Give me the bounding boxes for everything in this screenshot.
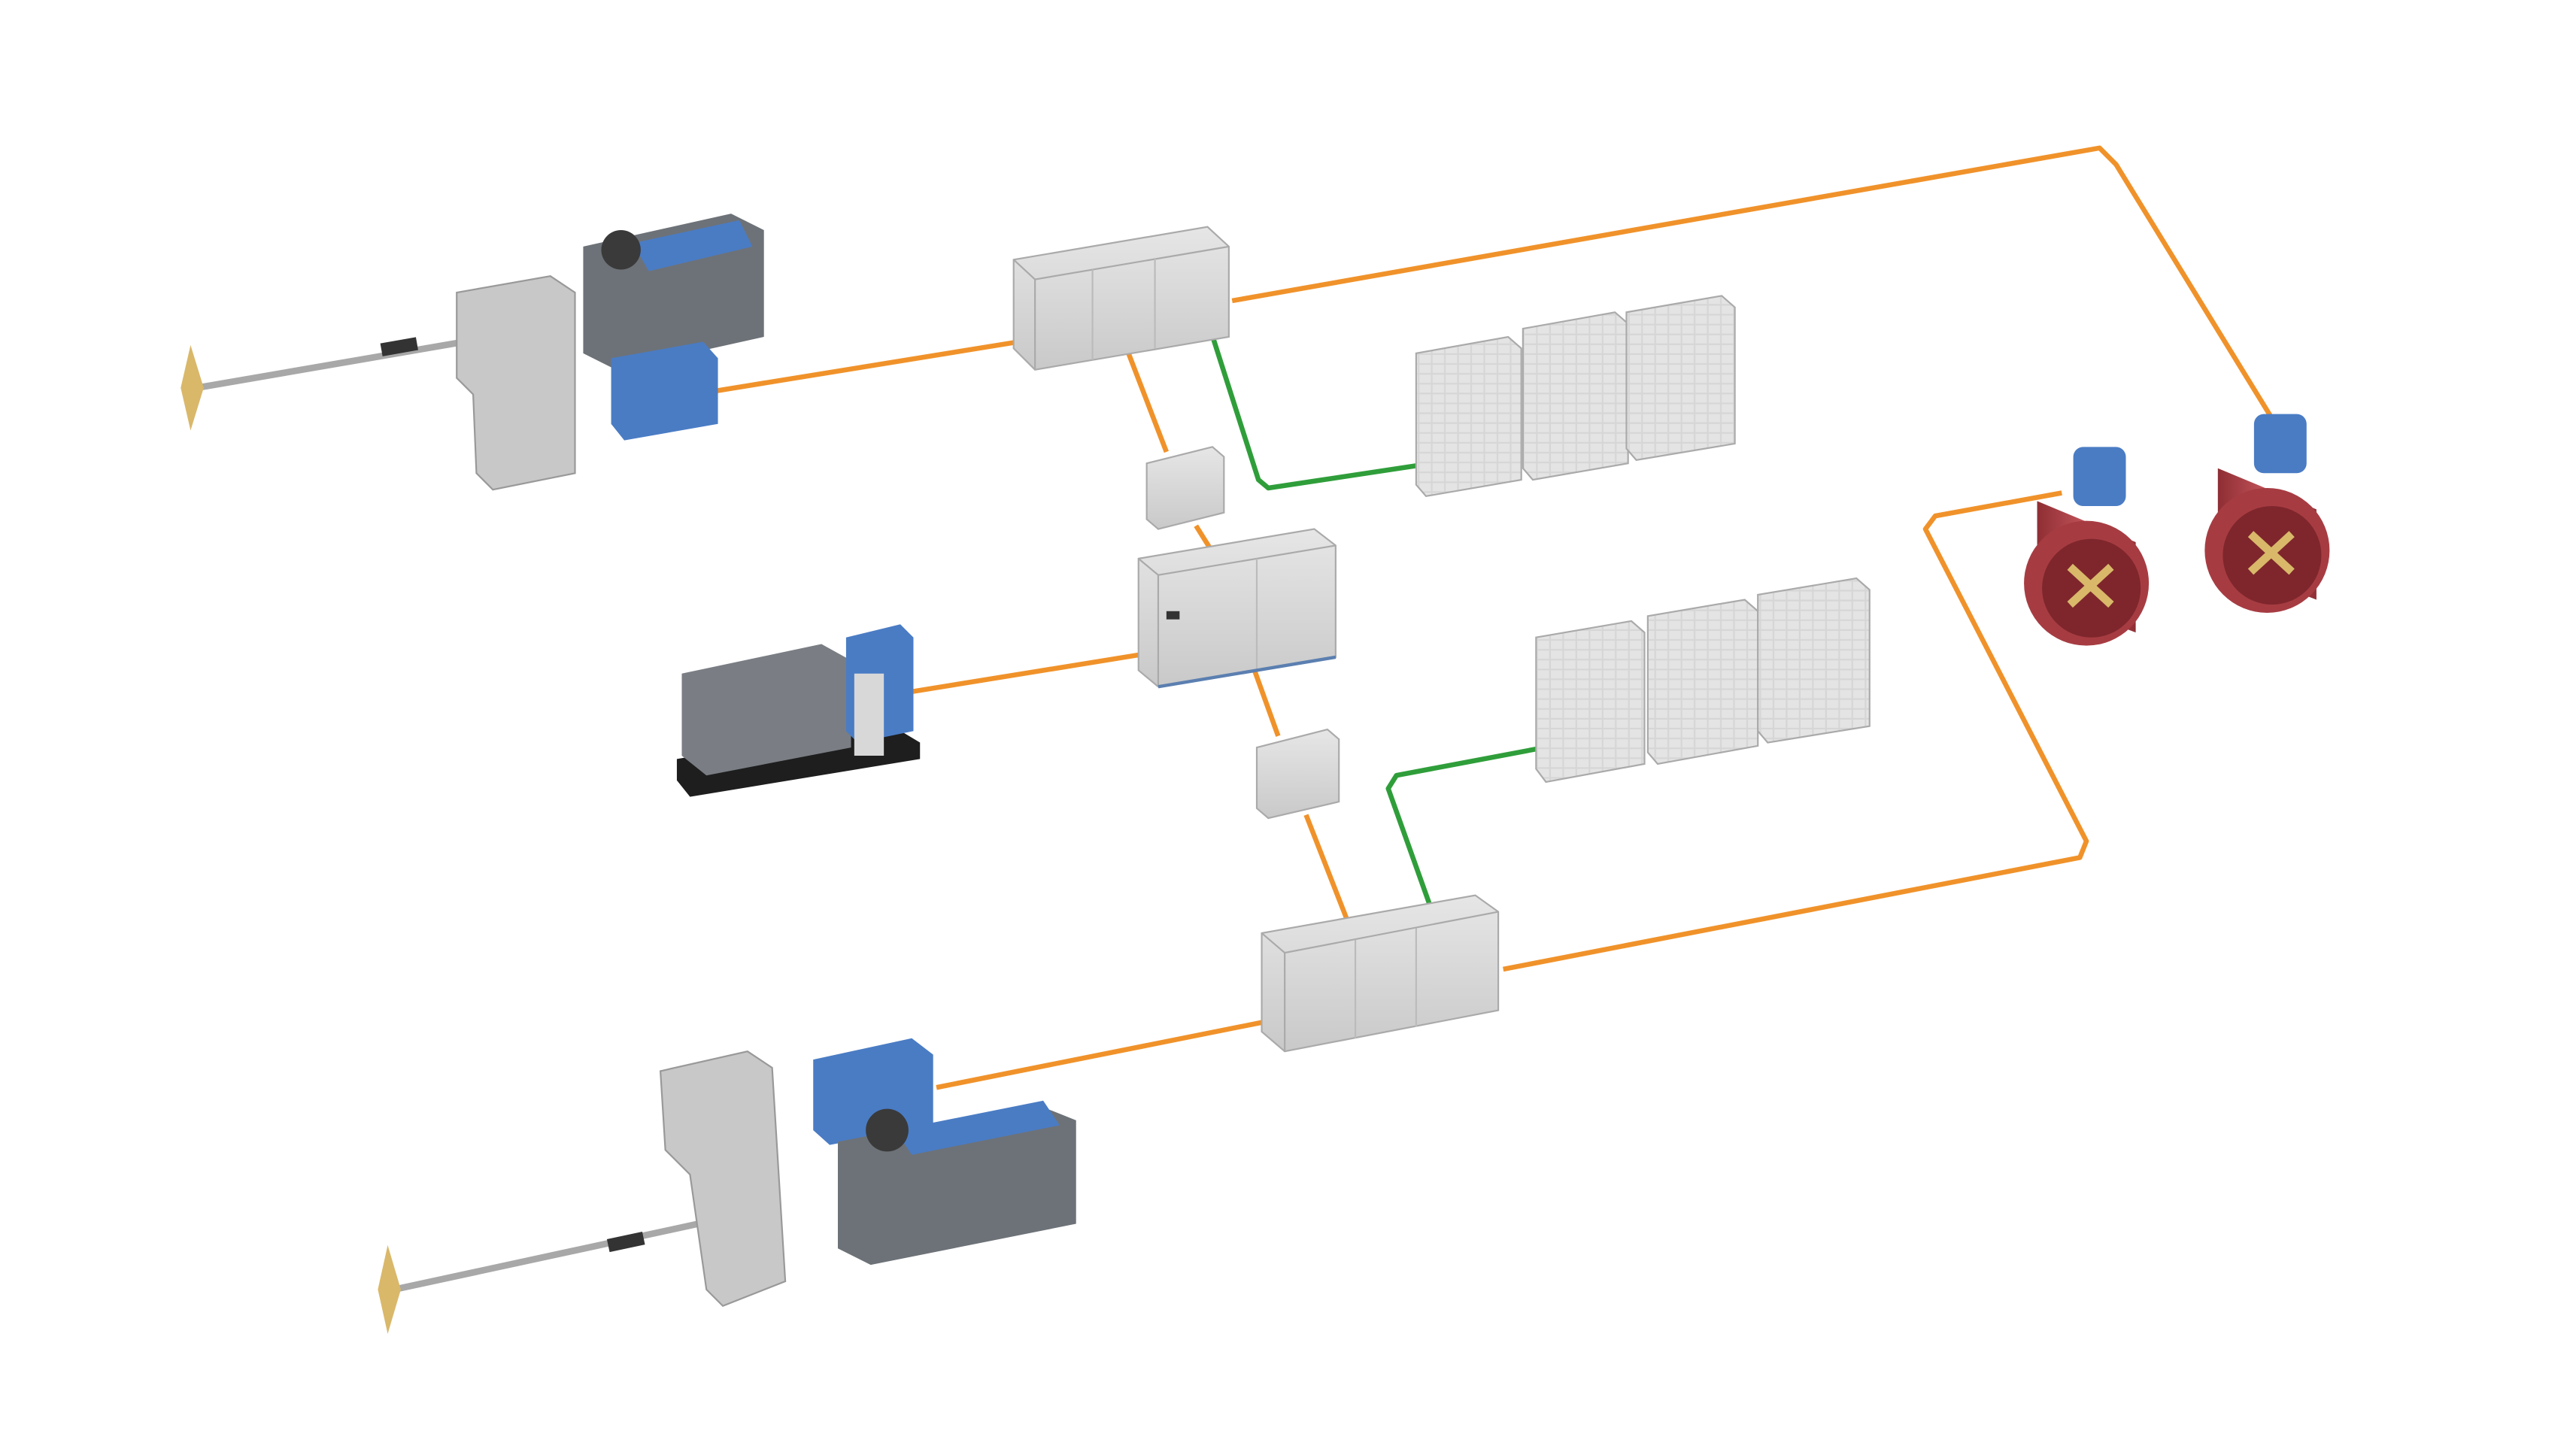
gearbox [456, 275, 576, 491]
propeller-icon [378, 1244, 401, 1334]
electric-motor [611, 341, 718, 441]
cable-bottom-cabinet-to-thruster-1 [1503, 490, 2089, 972]
battery-rack [1535, 620, 1646, 784]
cable-top-motor-to-cabinet [714, 339, 1019, 394]
thruster-motor [2253, 414, 2307, 474]
thruster-propeller-icon [2067, 563, 2114, 608]
generator-control-panel [854, 673, 884, 756]
control-display [1166, 611, 1180, 620]
bottom-propulsion-line [378, 1038, 1076, 1334]
cable-junction-2-to-bottom-cabinet [1303, 814, 1350, 921]
top-propulsion-line [181, 214, 764, 491]
battery-cables [1205, 320, 1545, 905]
battery-rack [1757, 577, 1871, 744]
battery-rack [1625, 295, 1736, 462]
top-power-cabinet [1012, 226, 1230, 371]
engine-head [895, 1100, 1060, 1155]
battery-rack [1646, 599, 1759, 765]
cable-top-cabinet-to-battery [1205, 320, 1422, 491]
air-filter [866, 1108, 909, 1152]
propeller-shaft [196, 333, 494, 392]
junction-box-2 [1255, 728, 1340, 820]
cable-top-cabinet-to-junction [1123, 344, 1169, 453]
cable-bottom-motor-to-cabinet [936, 1019, 1266, 1090]
generator-set [676, 624, 921, 797]
thruster-motor [2073, 447, 2126, 506]
shaft-coupling [606, 1232, 645, 1253]
main-switchboard [1137, 528, 1337, 689]
cable-top-cabinet-to-thruster-2 [1231, 145, 2278, 426]
battery-rack [1522, 311, 1629, 481]
cable-bottom-cabinet-to-battery [1385, 744, 1545, 905]
battery-bank-bottom [1535, 577, 1871, 784]
gearbox [659, 1050, 787, 1308]
bottom-power-cabinet [1261, 894, 1500, 1053]
tunnel-thruster-2 [2204, 414, 2330, 613]
generator-engine [681, 644, 851, 776]
shaft-coupling [380, 337, 418, 356]
air-filter [601, 230, 641, 270]
propeller-shaft [393, 1220, 699, 1293]
battery-rack [1415, 335, 1522, 498]
thruster-propeller-icon [2247, 531, 2295, 575]
junction-box-1 [1145, 446, 1225, 530]
tunnel-thruster-1 [2024, 447, 2150, 646]
engine-head [632, 220, 753, 271]
propeller-icon [181, 344, 204, 431]
battery-bank-top [1415, 295, 1736, 498]
cable-generator-to-switchboard [911, 651, 1145, 695]
